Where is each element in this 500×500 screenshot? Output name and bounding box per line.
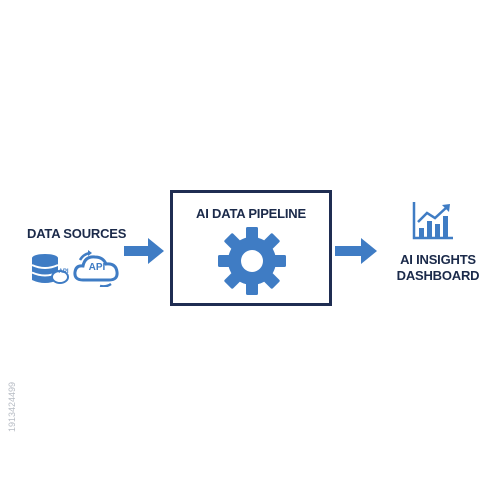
gear-icon	[218, 227, 286, 295]
dashboard-label: AI INSIGHTS DASHBOARD	[388, 252, 488, 284]
stock-id-watermark: 1913424499	[7, 381, 17, 433]
pipeline-box: AI DATA PIPELINE	[170, 190, 332, 306]
cloud-api-text: API	[88, 262, 106, 273]
arrow-right-icon	[335, 238, 377, 264]
data-sources-label: DATA SOURCES	[27, 226, 127, 241]
api-badge-text: API	[58, 269, 69, 275]
database-icon	[31, 254, 69, 284]
bar-chart-icon	[412, 202, 453, 240]
dashboard-label-line1: AI INSIGHTS	[400, 252, 476, 267]
arrow-right-icon	[124, 238, 164, 264]
pipeline-label: AI DATA PIPELINE	[196, 206, 306, 221]
cloud-api-icon	[73, 250, 119, 287]
dashboard-label-line2: DASHBOARD	[396, 268, 480, 283]
